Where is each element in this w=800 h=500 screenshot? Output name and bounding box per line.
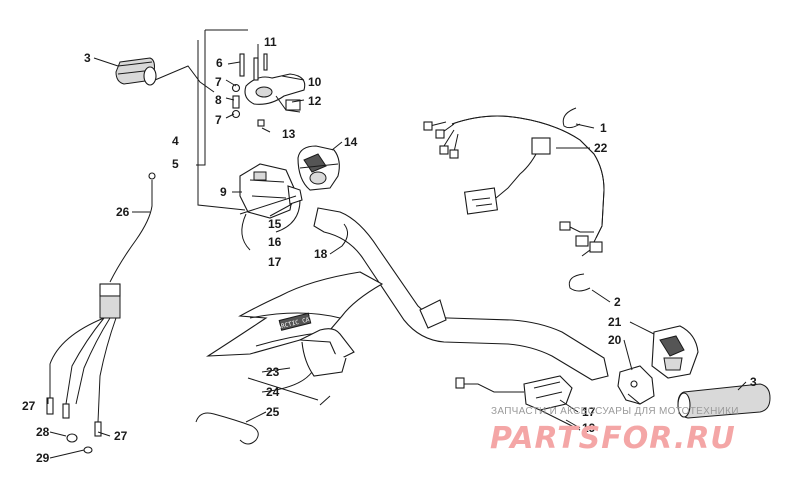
callout-23: 23 <box>266 365 280 379</box>
callout-12: 12 <box>308 94 322 108</box>
throttle-cable-assembly <box>46 172 156 454</box>
bracket-4 <box>196 29 248 166</box>
watermark-brand: PARTSFOR.RU <box>490 421 736 456</box>
callout-16: 16 <box>268 235 282 249</box>
retainer-2 <box>568 273 591 292</box>
handlebar-pad: ARCTIC CAT <box>205 271 384 406</box>
callout-5: 5 <box>172 157 179 171</box>
callout-13: 13 <box>282 127 296 141</box>
callout-26: 26 <box>116 205 130 219</box>
callout-14: 14 <box>344 135 358 149</box>
callout-9: 9 <box>220 185 227 199</box>
callout-3-left: 3 <box>84 51 91 65</box>
callout-24: 24 <box>266 385 280 399</box>
callout-28: 28 <box>36 425 50 439</box>
callout-7-bottom: 7 <box>215 113 222 127</box>
left-grip <box>115 57 157 86</box>
throttle-sensor <box>455 375 581 431</box>
callout-labels: 3 11 6 10 7 8 12 7 13 4 14 5 9 15 16 17 … <box>22 35 757 465</box>
leader-lines <box>47 44 747 459</box>
callout-17-left: 17 <box>268 255 282 269</box>
callout-18: 18 <box>314 247 328 261</box>
callout-27-left: 27 <box>22 399 36 413</box>
callout-7-top: 7 <box>215 75 222 89</box>
clip <box>195 412 259 445</box>
callout-2: 2 <box>614 295 621 309</box>
left-switch-housing <box>239 163 303 219</box>
wiring-harness <box>423 107 605 257</box>
callout-22: 22 <box>594 141 608 155</box>
right-switch-housing <box>617 325 699 405</box>
callout-6: 6 <box>216 56 223 70</box>
watermark-caption: ЗАПЧАСТИ И АКСЕССУАРЫ ДЛЯ МОТОТЕХНИКИ <box>491 406 739 417</box>
right-grip <box>677 383 771 419</box>
callout-11: 11 <box>264 35 277 49</box>
watermark: ЗАПЧАСТИ И АКСЕССУАРЫ ДЛЯ МОТОТЕХНИКИ PA… <box>490 406 739 456</box>
callout-8: 8 <box>215 93 222 107</box>
handlebar <box>313 207 609 381</box>
callout-3-right: 3 <box>750 375 757 389</box>
callout-15: 15 <box>268 217 282 231</box>
callout-19: 19 <box>582 421 596 435</box>
callout-25: 25 <box>266 405 280 419</box>
callout-29: 29 <box>36 451 50 465</box>
callout-1: 1 <box>600 121 607 135</box>
callout-21: 21 <box>608 315 622 329</box>
callout-27-right: 27 <box>114 429 128 443</box>
callout-4: 4 <box>172 134 179 148</box>
lever-assembly <box>231 53 306 127</box>
callout-20: 20 <box>608 333 622 347</box>
callout-17-right: 17 <box>582 405 596 419</box>
throttle-housing <box>297 145 340 191</box>
bracket-5 <box>197 40 246 211</box>
callout-10: 10 <box>308 75 322 89</box>
